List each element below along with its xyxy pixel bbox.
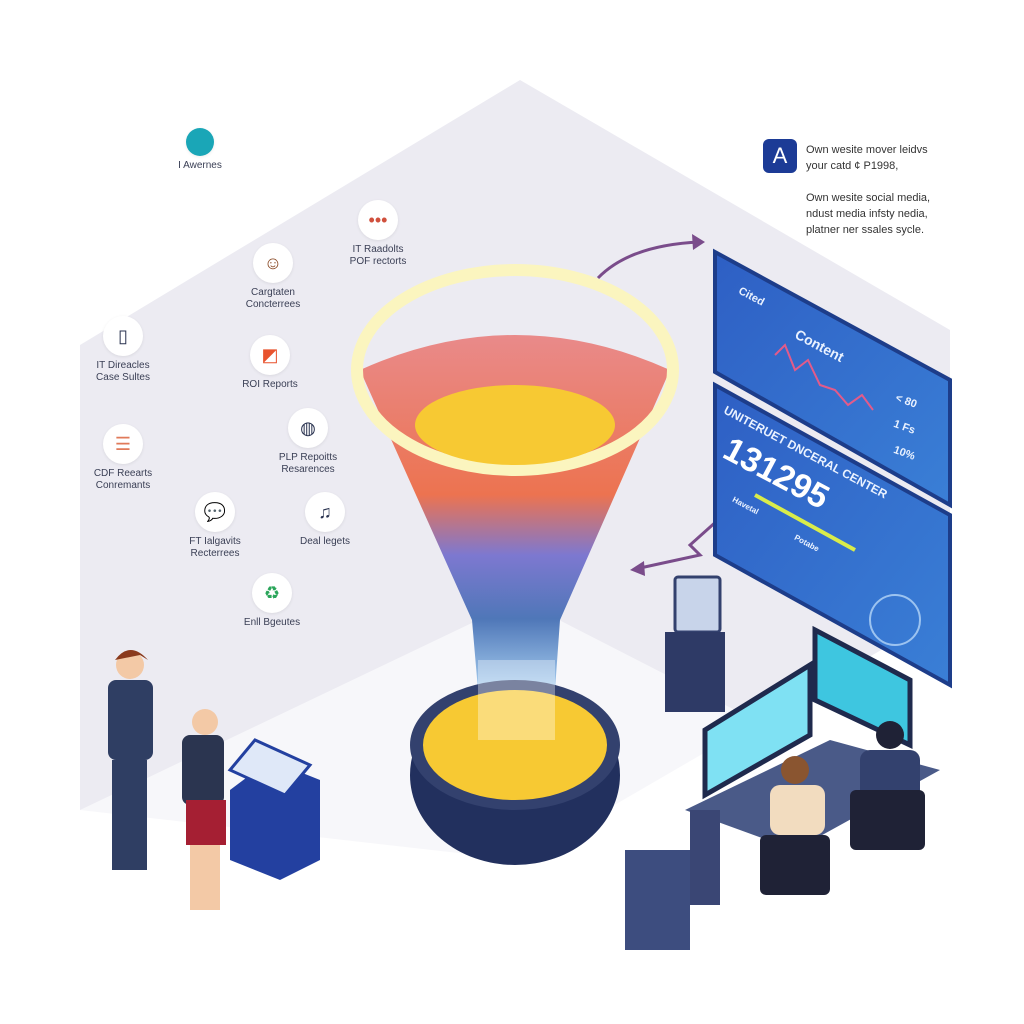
worker-body — [770, 785, 825, 835]
document-icon: ☰ — [103, 424, 143, 464]
arrow-to-dashboard — [596, 240, 701, 280]
content-node: ••• IT Raadolts POF rectorts — [313, 200, 443, 268]
ellipsis-icon: ••• — [358, 200, 398, 240]
voting-kiosk — [230, 760, 320, 880]
funnel — [351, 264, 679, 865]
content-node: ♫ Deal legets — [260, 492, 390, 548]
content-node: ▯ IT Direacles Case Sultes — [58, 316, 188, 384]
person-head — [192, 709, 218, 735]
content-node: ☺ Cargtaten Concterrees — [208, 243, 338, 311]
music-note-icon: ♫ — [305, 492, 345, 532]
arrowhead-icon — [630, 561, 645, 576]
awareness-label: I Awernes — [178, 160, 222, 171]
face-icon: ☺ — [253, 243, 293, 283]
kiosk-stand — [665, 632, 725, 712]
pie-chart-icon — [186, 128, 214, 156]
content-node-label: CDF Reearts Conremants — [93, 468, 153, 491]
person-suit — [108, 680, 153, 760]
dashboard-top-panel — [713, 248, 952, 509]
arrowhead-icon — [692, 234, 705, 250]
recycle-icon: ♻ — [252, 573, 292, 613]
content-node: ◩ ROI Reports — [205, 335, 335, 391]
server-tower — [625, 850, 690, 950]
note-text-2: Own wesite social media, ndust media inf… — [806, 192, 931, 236]
image-icon: ◩ — [250, 335, 290, 375]
person-jacket — [182, 735, 224, 805]
content-node-label: IT Raadolts POF rectorts — [349, 244, 407, 267]
dashboard-bottom-panel — [713, 381, 952, 689]
content-node: 💬 FT Ialgavits Recterrees — [150, 492, 280, 560]
worker-head — [876, 721, 904, 749]
content-chart-line — [774, 343, 874, 411]
tablet-icon: ▯ — [103, 316, 143, 356]
office-chair — [760, 835, 830, 895]
content-node: ☰ CDF Reearts Conremants — [58, 424, 188, 492]
content-node: ◍ PLP Repoitts Resarences — [243, 408, 373, 476]
note-text-1: Own wesite mover leidvs your catd ¢ P199… — [806, 144, 928, 172]
worker-head — [781, 756, 809, 784]
logo-badge: A — [763, 139, 797, 173]
monitor-left — [702, 660, 813, 800]
content-node-label: IT Direacles Case Sultes — [96, 360, 150, 383]
person-legs — [112, 760, 147, 870]
speech-bubble-icon: 💬 — [195, 492, 235, 532]
progress-bar — [754, 493, 856, 552]
kiosk-monitor — [673, 575, 722, 634]
content-node: ♻ Enll Bgeutes — [207, 573, 337, 629]
office-chair — [850, 790, 925, 850]
monitor-right — [812, 625, 913, 749]
content-node-label: FT Ialgavits Recterrees — [189, 536, 241, 559]
awareness-node: I Awernes — [135, 128, 265, 172]
worker-body — [860, 750, 920, 800]
content-node-label: PLP Repoitts Resarences — [278, 452, 338, 475]
gauge-icon — [869, 594, 921, 646]
content-node-label: Enll Bgeutes — [243, 617, 301, 628]
desk-leg — [690, 810, 720, 905]
content-node-label: Cargtaten Concterrees — [245, 287, 301, 310]
content-node-label: ROI Reports — [242, 379, 298, 390]
person-hair — [115, 650, 148, 660]
person-skirt — [186, 800, 226, 845]
globe-icon: ◍ — [288, 408, 328, 448]
content-node-label: Deal legets — [299, 536, 351, 547]
arrow-from-dashboard — [639, 518, 719, 570]
kiosk-screen — [227, 738, 313, 797]
person-legs — [190, 845, 220, 910]
